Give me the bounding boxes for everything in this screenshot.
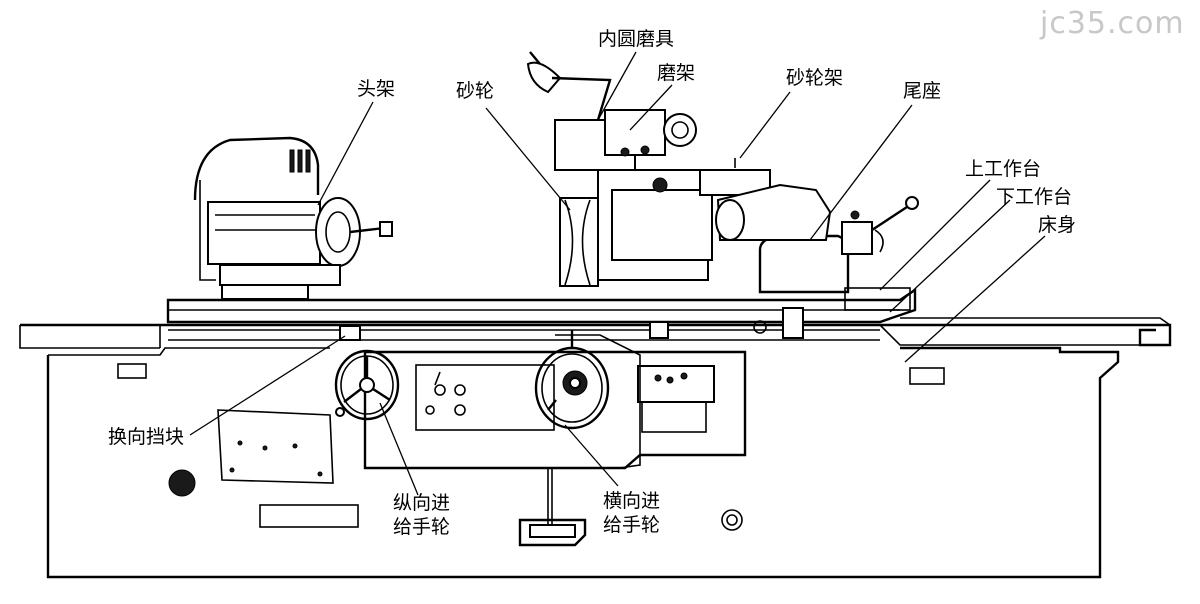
label-wheel-head: 砂轮架 bbox=[786, 67, 844, 89]
leader-internal-grinding-tool bbox=[597, 51, 637, 121]
label-bed: 床身 bbox=[1038, 214, 1077, 236]
bed-body bbox=[19, 317, 1172, 579]
longitudinal-handwheel bbox=[334, 349, 400, 421]
label-grinding-frame: 磨架 bbox=[657, 62, 696, 84]
work-table bbox=[166, 287, 917, 341]
label-upper-table: 上工作台 bbox=[965, 158, 1042, 180]
label-longitudinal-feed-line1: 纵向进 bbox=[393, 492, 451, 514]
label-cross-feed-line2: 给手轮 bbox=[603, 514, 661, 536]
label-longitudinal-feed-line2: 给手轮 bbox=[393, 516, 451, 538]
leader-tailstock bbox=[809, 104, 913, 241]
label-cross-feed-line1: 横向进 bbox=[603, 490, 661, 512]
cross-feed-handwheel bbox=[534, 330, 610, 430]
leader-grinding-frame bbox=[629, 84, 673, 131]
apron bbox=[363, 334, 747, 470]
left-plate bbox=[217, 409, 334, 484]
leader-lower-table bbox=[889, 199, 1011, 313]
label-tailstock: 尾座 bbox=[903, 80, 942, 102]
label-internal-grinding-tool: 内圆磨具 bbox=[598, 28, 675, 50]
leader-reversing-stop bbox=[189, 335, 346, 436]
label-reversing-stop: 换向挡块 bbox=[108, 426, 185, 448]
watermark: jc35.com bbox=[1040, 6, 1185, 41]
leader-headstock bbox=[317, 101, 374, 206]
label-grinding-wheel: 砂轮 bbox=[456, 80, 495, 102]
leader-upper-table bbox=[879, 179, 991, 291]
foot-pedal bbox=[518, 468, 587, 547]
headstock bbox=[193, 136, 393, 300]
tailstock bbox=[715, 183, 919, 294]
label-lower-table: 下工作台 bbox=[996, 186, 1073, 208]
leader-longitudinal-feed bbox=[379, 402, 419, 496]
lamp bbox=[526, 51, 612, 121]
leader-bed bbox=[904, 235, 1046, 363]
leader-wheel-head bbox=[739, 91, 791, 159]
leader-cross-feed bbox=[564, 424, 619, 487]
leader-grinding-wheel bbox=[485, 107, 571, 211]
label-headstock: 头架 bbox=[357, 78, 396, 100]
